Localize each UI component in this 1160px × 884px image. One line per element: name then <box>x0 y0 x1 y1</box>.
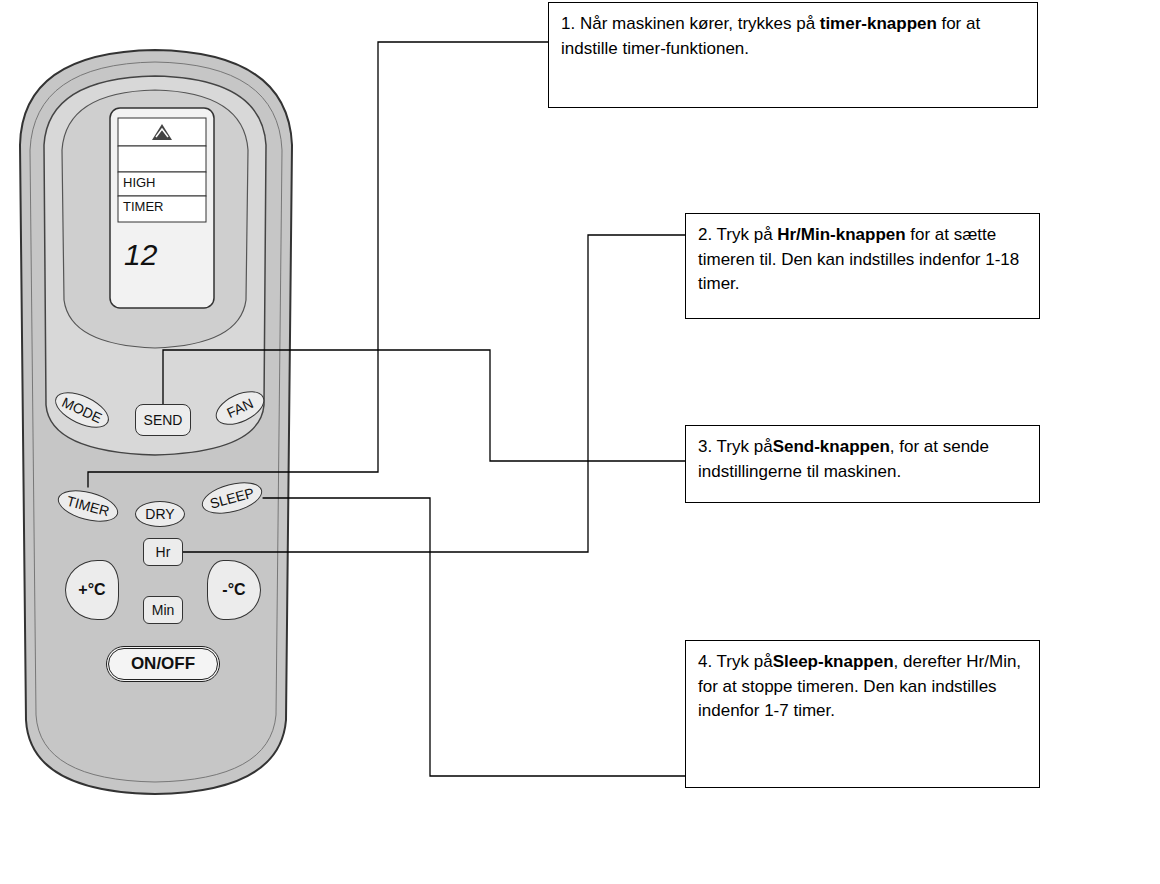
logo-icon <box>152 124 172 140</box>
callout-text: 3. Tryk på <box>698 437 773 456</box>
display-cell <box>118 172 206 196</box>
leader-line <box>183 235 685 552</box>
display-cell <box>118 118 206 146</box>
leader-line <box>263 498 685 776</box>
display-cell <box>118 196 206 222</box>
callout-text: 2. Tryk på <box>698 225 773 244</box>
display-label: HIGH <box>123 175 156 190</box>
button-label: +°C <box>78 581 105 599</box>
callout-box: 4. Tryk påSleep-knappen, derefter Hr/Min… <box>685 640 1040 788</box>
button-label: Min <box>152 602 175 618</box>
remote-button: Min <box>143 596 183 624</box>
remote-button: ON/OFF <box>106 646 220 682</box>
leader-line <box>88 42 548 487</box>
remote-button: DRY <box>135 501 185 527</box>
remote-button: SEND <box>135 404 191 436</box>
callout-text: 4. Tryk på <box>698 652 773 671</box>
callout-text: timer-knappen <box>820 14 937 33</box>
remote-button: Hr <box>143 538 183 566</box>
logo-icon <box>156 129 168 137</box>
leader-line <box>163 350 685 461</box>
display-label: TIMER <box>123 199 163 214</box>
display-label: 12 <box>124 238 157 272</box>
callout-text: Sleep-knappen <box>773 652 894 671</box>
display-screen <box>110 108 214 308</box>
button-label: SEND <box>144 412 183 428</box>
callout-box: 3. Tryk påSend-knappen, for at sende ind… <box>685 425 1040 503</box>
callout-text: Hr/Min-knappen <box>777 225 905 244</box>
remote-body <box>20 50 292 794</box>
display-cell <box>118 146 206 172</box>
button-label: ON/OFF <box>131 654 195 674</box>
button-label: Hr <box>156 544 171 560</box>
remote-body-edge <box>30 62 282 782</box>
callout-text: 1. Når maskinen kører, trykkes på <box>561 14 815 33</box>
display-frame <box>62 90 248 348</box>
callout-box: 2. Tryk påHr/Min-knappenfor at sætte tim… <box>685 213 1040 319</box>
button-label: FAN <box>224 395 255 421</box>
callout-text: Send-knappen <box>773 437 890 456</box>
button-label: -°C <box>222 581 245 599</box>
callout-box: 1. Når maskinen kører, trykkes på timer-k… <box>548 2 1038 108</box>
button-label: DRY <box>145 506 174 522</box>
